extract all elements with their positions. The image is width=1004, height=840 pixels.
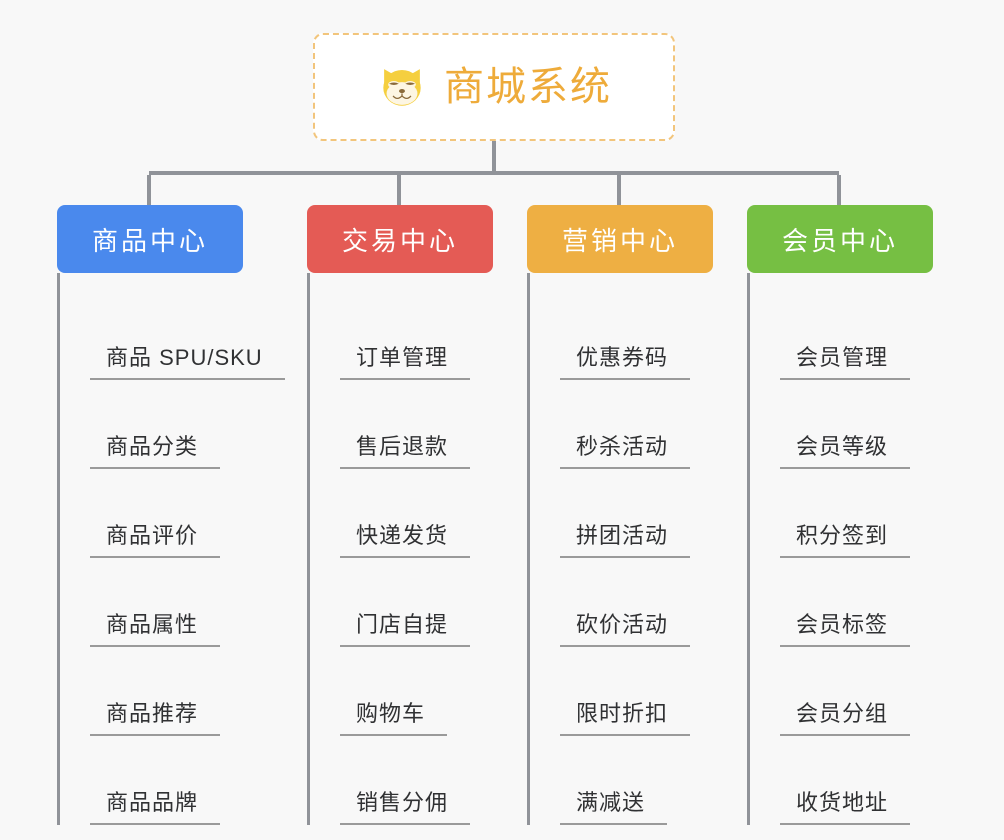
root-node[interactable]: 商城系统	[313, 33, 675, 141]
list-item[interactable]: 会员管理	[752, 291, 937, 380]
leaf-label: 优惠券码	[560, 345, 691, 380]
leaf-label: 会员标签	[780, 612, 911, 647]
list-item[interactable]: 购物车	[312, 647, 497, 736]
list-item[interactable]: 收货地址	[752, 736, 937, 825]
list-item[interactable]: 商品推荐	[62, 647, 247, 736]
list-item[interactable]: 商品属性	[62, 558, 247, 647]
connector-drop-4	[837, 175, 841, 207]
list-item[interactable]: 会员分组	[752, 647, 937, 736]
shiba-inu-dog-face-icon	[383, 69, 421, 106]
leaf-label: 限时折扣	[560, 701, 691, 736]
list-item[interactable]: 销售分佣	[312, 736, 497, 825]
leaf-label: 商品品牌	[90, 790, 221, 825]
leaf-label: 秒杀活动	[560, 434, 691, 469]
leaf-label: 商品推荐	[90, 701, 221, 736]
list-item[interactable]: 订单管理	[312, 291, 497, 380]
leaf-label: 会员等级	[780, 434, 911, 469]
list-item[interactable]: 商品 SPU/SKU	[62, 291, 285, 380]
list-item[interactable]: 限时折扣	[532, 647, 717, 736]
leaf-label: 拼团活动	[560, 523, 691, 558]
leaf-label: 收货地址	[780, 790, 911, 825]
list-item[interactable]: 砍价活动	[532, 558, 717, 647]
list-item[interactable]: 会员标签	[752, 558, 937, 647]
list-item[interactable]: 会员等级	[752, 380, 937, 469]
category-label: 会员中心	[781, 225, 898, 256]
connector-drop-1	[147, 175, 151, 207]
category-node-marketing[interactable]: 营销中心	[527, 205, 713, 273]
list-item[interactable]: 快递发货	[312, 469, 497, 558]
list-item[interactable]: 积分签到	[752, 469, 937, 558]
list-item[interactable]: 商品品牌	[62, 736, 247, 825]
branch-column-trade: 交易中心 订单管理 售后退款 快递发货 门店自提 购物车 销售分佣	[307, 205, 497, 825]
category-label: 营销中心	[561, 225, 678, 256]
leaf-label: 商品评价	[90, 523, 221, 558]
connector-drop-3	[617, 175, 621, 207]
leaf-label: 门店自提	[340, 612, 471, 647]
category-label: 商品中心	[91, 225, 208, 256]
category-node-product[interactable]: 商品中心	[57, 205, 243, 273]
list-item[interactable]: 满减送	[532, 736, 717, 825]
list-item[interactable]: 优惠券码	[532, 291, 717, 380]
list-item[interactable]: 商品评价	[62, 469, 247, 558]
connector-root-stem	[492, 141, 496, 174]
connector-horizontal-bus	[149, 171, 839, 175]
leaf-label: 售后退款	[340, 434, 471, 469]
branch-column-marketing: 营销中心 优惠券码 秒杀活动 拼团活动 砍价活动 限时折扣 满减送	[527, 205, 717, 825]
leaf-label: 快递发货	[340, 523, 471, 558]
leaf-label: 购物车	[340, 701, 448, 736]
branch-column-product: 商品中心 商品 SPU/SKU 商品分类 商品评价 商品属性 商品推荐 商品品牌	[57, 205, 285, 825]
list-item[interactable]: 门店自提	[312, 558, 497, 647]
leaf-label: 商品属性	[90, 612, 221, 647]
category-node-member[interactable]: 会员中心	[747, 205, 933, 273]
leaf-list-member: 会员管理 会员等级 积分签到 会员标签 会员分组 收货地址	[747, 273, 937, 825]
leaf-label: 积分签到	[780, 523, 911, 558]
leaf-label: 订单管理	[340, 345, 471, 380]
leaf-label: 销售分佣	[340, 790, 471, 825]
leaf-list-marketing: 优惠券码 秒杀活动 拼团活动 砍价活动 限时折扣 满减送	[527, 273, 717, 825]
branch-column-member: 会员中心 会员管理 会员等级 积分签到 会员标签 会员分组 收货地址	[747, 205, 937, 825]
leaf-label: 商品 SPU/SKU	[90, 345, 285, 380]
leaf-label: 满减送	[560, 790, 668, 825]
category-node-trade[interactable]: 交易中心	[307, 205, 493, 273]
leaf-label: 商品分类	[90, 434, 221, 469]
list-item[interactable]: 售后退款	[312, 380, 497, 469]
leaf-list-product: 商品 SPU/SKU 商品分类 商品评价 商品属性 商品推荐 商品品牌	[57, 273, 285, 825]
leaf-label: 砍价活动	[560, 612, 691, 647]
leaf-label: 会员管理	[780, 345, 911, 380]
leaf-list-trade: 订单管理 售后退款 快递发货 门店自提 购物车 销售分佣	[307, 273, 497, 825]
root-title: 商城系统	[444, 65, 612, 109]
list-item[interactable]: 秒杀活动	[532, 380, 717, 469]
list-item[interactable]: 拼团活动	[532, 469, 717, 558]
list-item[interactable]: 商品分类	[62, 380, 247, 469]
connector-drop-2	[397, 175, 401, 207]
category-label: 交易中心	[341, 225, 458, 256]
leaf-label: 会员分组	[780, 701, 911, 736]
